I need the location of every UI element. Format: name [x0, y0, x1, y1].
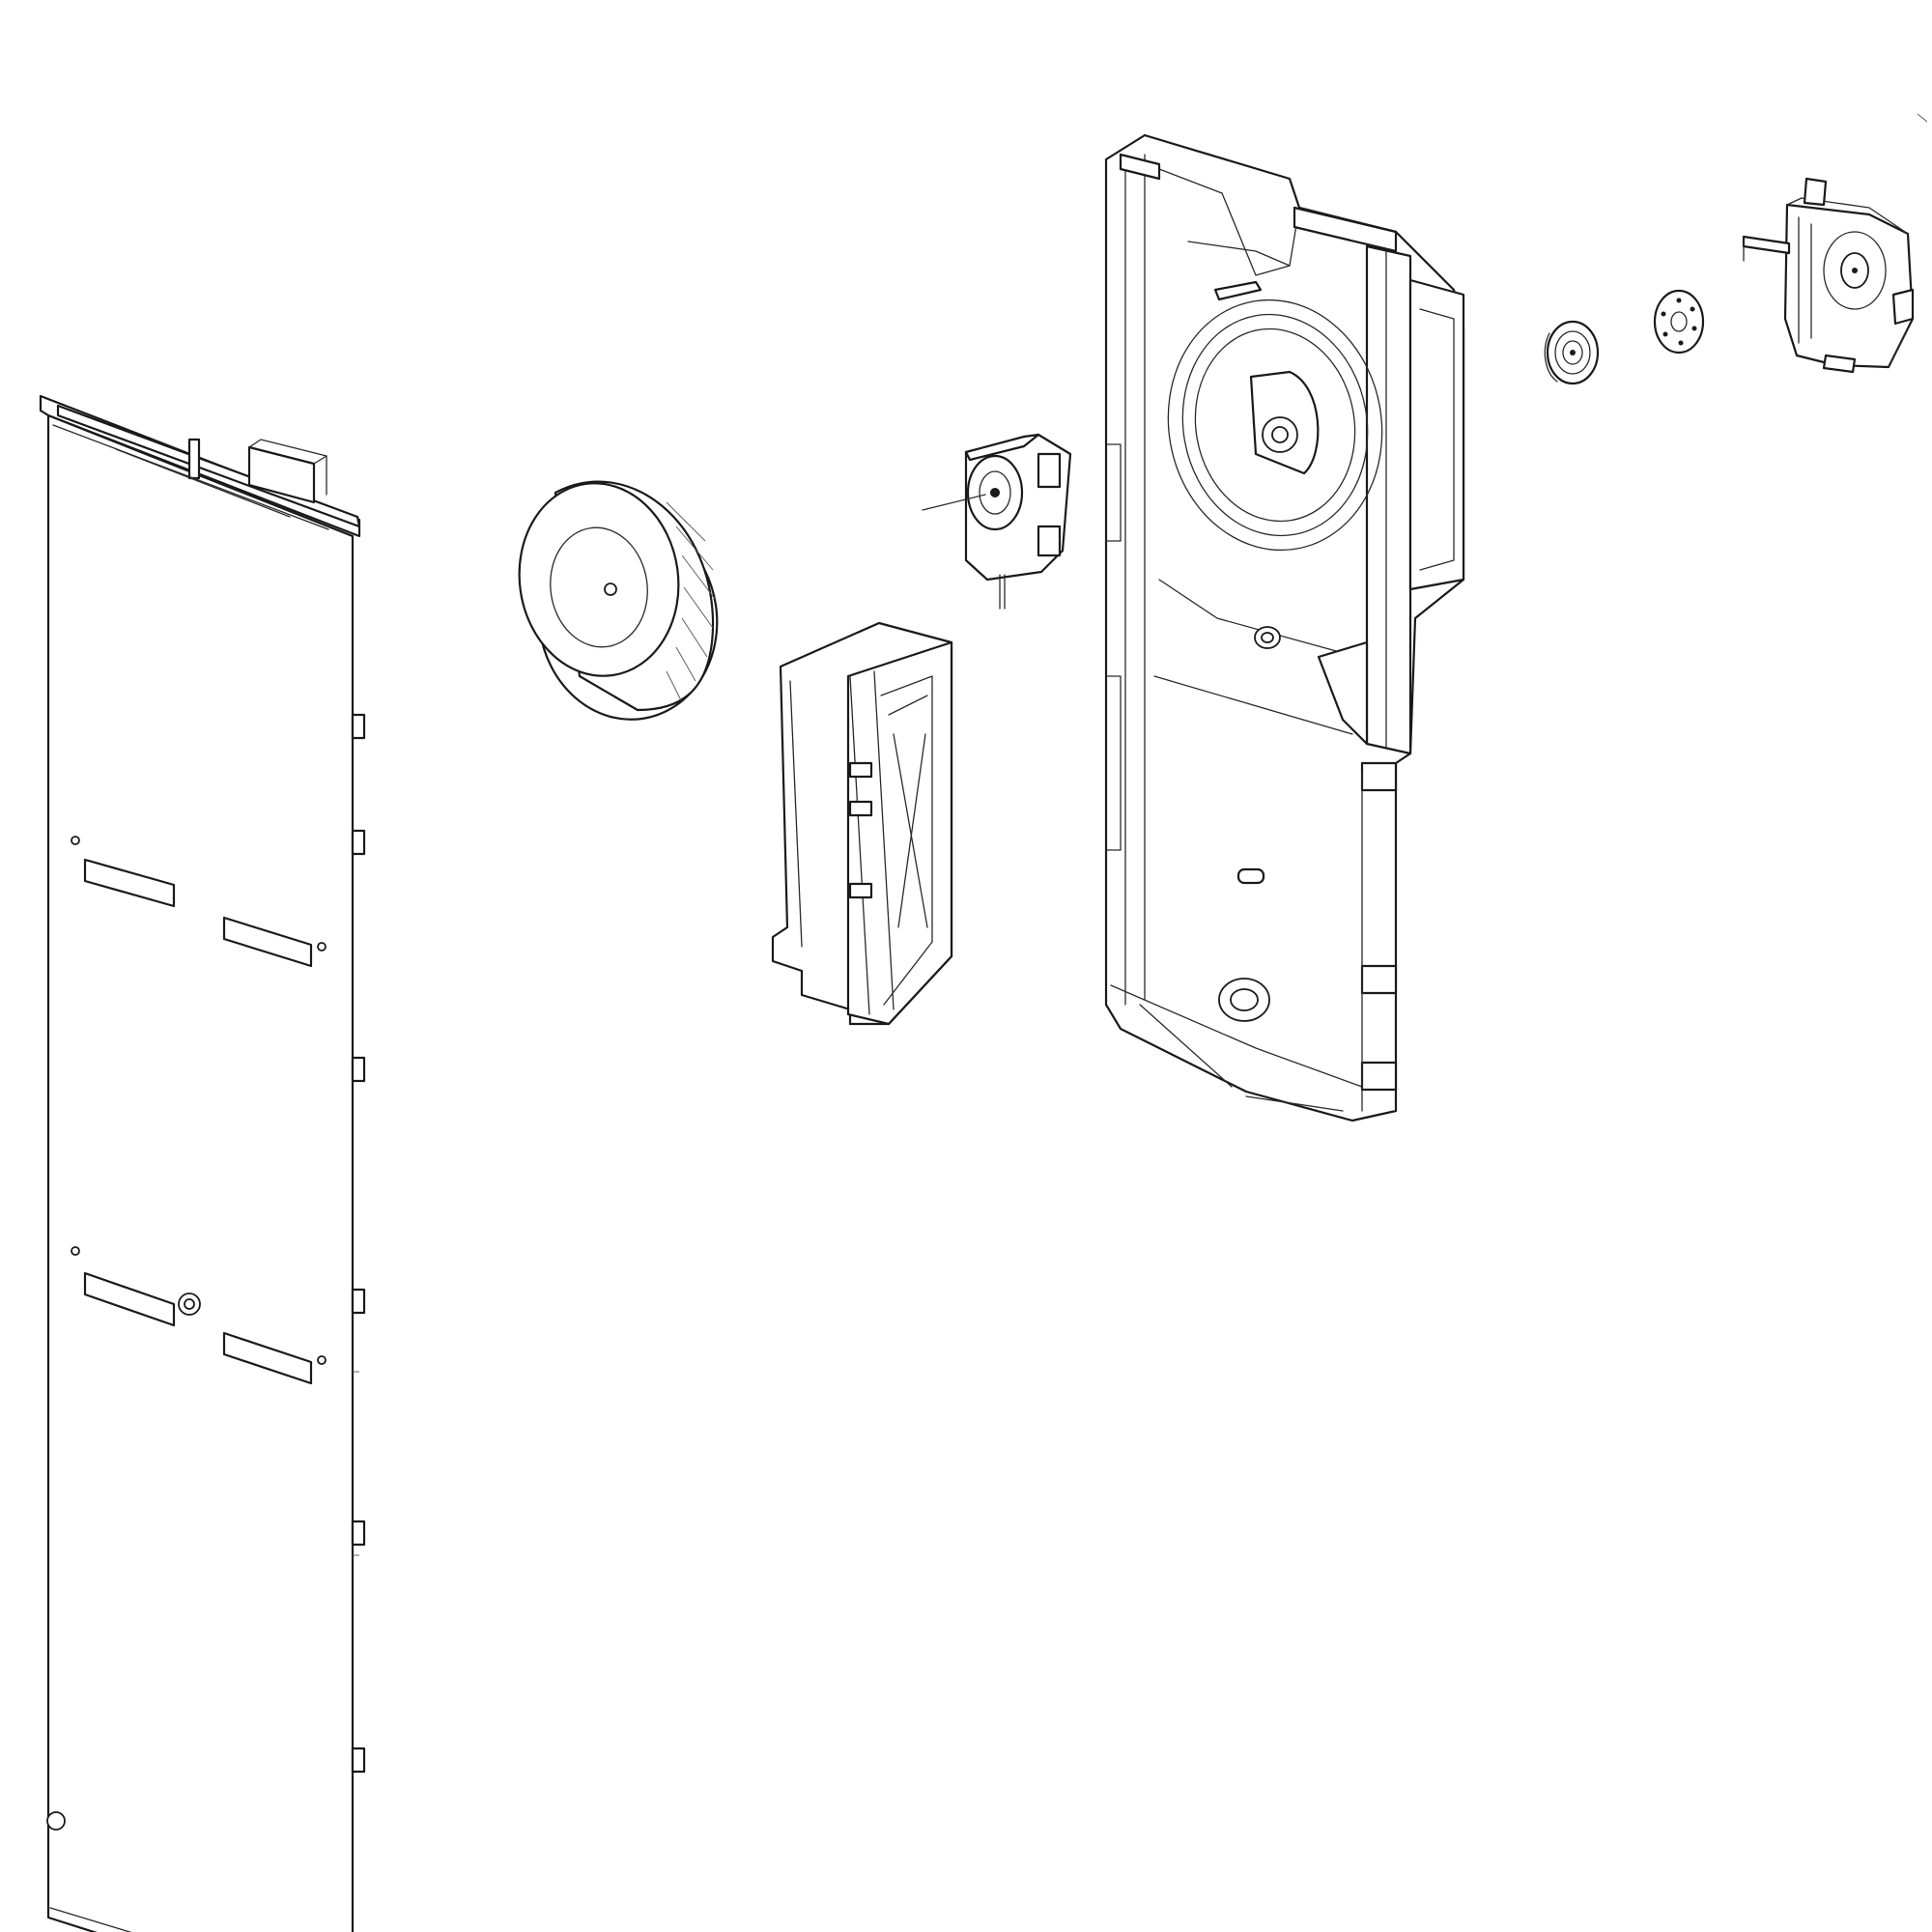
- rubber-mount[interactable]: [1655, 291, 1703, 353]
- blower-fan-wheel[interactable]: [507, 473, 730, 731]
- damper-bracket[interactable]: [1744, 114, 1927, 372]
- shaft-bushing[interactable]: [1545, 322, 1598, 384]
- fan-motor[interactable]: [923, 435, 1070, 609]
- fan-housing[interactable]: [1106, 135, 1463, 1121]
- rear-cover-panel[interactable]: [41, 396, 364, 1932]
- air-duct-channel[interactable]: [773, 623, 952, 1024]
